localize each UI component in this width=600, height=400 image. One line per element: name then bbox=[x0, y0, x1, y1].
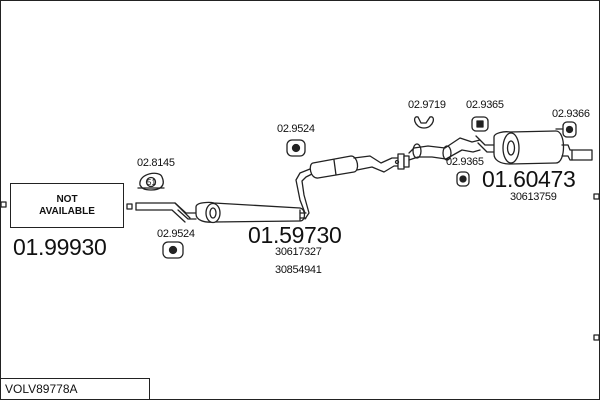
clamp-marker: 51 bbox=[147, 178, 156, 187]
model-code: VOLV89778A bbox=[5, 382, 78, 396]
fitting-label-hanger-rear-b: 02.9365 bbox=[466, 99, 504, 111]
hanger-tail-icon bbox=[555, 121, 577, 138]
fitting-label-hanger-tail: 02.9366 bbox=[552, 108, 590, 120]
rear-silencer bbox=[475, 130, 593, 165]
fitting-label-hanger-rear-c: 02.9365 bbox=[446, 156, 484, 168]
part-number-middle-silencer: 01.59730 bbox=[248, 222, 342, 248]
oem-ref-middle-2: 30854941 bbox=[275, 264, 322, 276]
right-connector-marker bbox=[593, 193, 600, 200]
fitting-label-hanger-front: 02.8145 bbox=[137, 157, 175, 169]
model-code-box: VOLV89778A bbox=[0, 378, 150, 400]
hanger-front-icon bbox=[137, 172, 165, 191]
front-pipe bbox=[135, 202, 191, 223]
oem-ref-rear-1: 30613759 bbox=[510, 191, 557, 203]
right-connector-marker-lower bbox=[593, 334, 600, 341]
fitting-label-hanger-rear-a: 02.9719 bbox=[408, 99, 446, 111]
rubber-ring-front-icon bbox=[162, 241, 184, 259]
left-connector-marker bbox=[0, 201, 7, 208]
rear-pipe bbox=[408, 137, 481, 161]
fitting-label-ring-mid: 02.9524 bbox=[277, 123, 315, 135]
hanger-rear-a-icon bbox=[413, 116, 435, 129]
intermediate-pipe bbox=[295, 153, 410, 220]
part-number-front-pipe: 01.99930 bbox=[13, 234, 107, 260]
hanger-rear-c-icon bbox=[456, 171, 470, 187]
rubber-ring-mid-icon bbox=[286, 139, 306, 157]
fitting-label-ring-front: 02.9524 bbox=[157, 228, 195, 240]
part-number-rear-silencer: 01.60473 bbox=[482, 166, 576, 192]
not-available-box: NOT AVAILABLE bbox=[10, 183, 124, 228]
hanger-rear-b-icon bbox=[471, 116, 489, 132]
oem-ref-middle-1: 30617327 bbox=[275, 246, 322, 258]
not-available-line2: AVAILABLE bbox=[39, 205, 95, 217]
na-connector-marker bbox=[126, 203, 133, 210]
middle-silencer bbox=[174, 201, 307, 224]
not-available-line1: NOT bbox=[56, 193, 78, 205]
